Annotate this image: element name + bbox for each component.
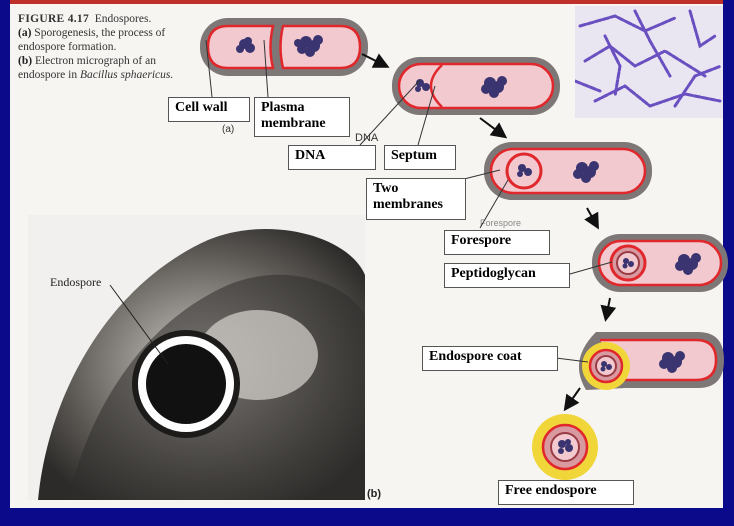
cell-stage-4 bbox=[592, 234, 728, 292]
label-endospore-coat: Endospore coat bbox=[422, 346, 558, 371]
figure-number: FIGURE 4.17 bbox=[18, 13, 90, 25]
label-forespore: Forespore bbox=[444, 230, 550, 255]
part-a-text: Sporogenesis, the process of endospore f… bbox=[18, 27, 166, 53]
part-a-letter: (a) bbox=[18, 27, 32, 39]
label-cell-wall: Cell wall bbox=[168, 97, 250, 122]
label-plasma-membrane-line2: membrane bbox=[261, 116, 326, 131]
arrow-stage-5-to-free bbox=[563, 387, 581, 412]
label-free-endospore: Free endospore bbox=[498, 480, 634, 505]
label-two-membranes: Two membranes bbox=[366, 178, 466, 220]
label-peptidoglycan: Peptidoglycan bbox=[444, 263, 570, 288]
light-micrograph bbox=[575, 6, 723, 118]
label-two-membranes-line1: Two bbox=[373, 181, 399, 196]
cell-stage-3 bbox=[484, 142, 652, 200]
figure-caption: FIGURE 4.17 Endospores. (a) Sporogenesis… bbox=[18, 12, 188, 82]
part-b-text: Electron micrograph of an endospore in bbox=[18, 55, 156, 81]
part-b-letter: (b) bbox=[18, 55, 33, 67]
arrow-stage-4-to-5 bbox=[600, 297, 617, 322]
arrow-stage-2-to-3 bbox=[479, 117, 508, 139]
plasma-membrane-pointer bbox=[263, 39, 269, 98]
forespore-pointer bbox=[479, 179, 509, 229]
arrows-and-pointers bbox=[205, 39, 617, 412]
bacilli-chains-image bbox=[575, 9, 723, 108]
two-membranes-pointer bbox=[459, 169, 501, 181]
cell-stage-5 bbox=[578, 332, 724, 390]
peptidoglycan-pointer bbox=[569, 261, 613, 275]
part-b-species: Bacillus sphaericus. bbox=[79, 69, 174, 81]
label-plasma-membrane: Plasma membrane bbox=[254, 97, 350, 137]
panel-b-mark: (b) bbox=[367, 488, 382, 500]
arrow-stage-1-to-2 bbox=[361, 53, 390, 68]
top-rule bbox=[10, 0, 723, 4]
endospore-micrograph-image bbox=[28, 215, 365, 500]
arrow-stage-3-to-4 bbox=[584, 207, 599, 230]
dna-pointer bbox=[359, 79, 421, 146]
septum-pointer bbox=[417, 85, 436, 146]
label-septum: Septum bbox=[384, 145, 456, 170]
endospore-label: Endospore bbox=[50, 275, 102, 289]
label-dna: DNA bbox=[288, 145, 376, 170]
cell-stage-1 bbox=[200, 18, 368, 76]
figure-title: Endospores. bbox=[94, 13, 152, 25]
forespore-fragment-text: Forespore bbox=[480, 218, 522, 228]
label-plasma-membrane-line1: Plasma bbox=[261, 100, 305, 115]
cell-wall-pointer bbox=[205, 39, 213, 98]
label-two-membranes-line2: membranes bbox=[373, 197, 443, 212]
cell-stage-2 bbox=[392, 57, 560, 115]
endospore-pointer-line bbox=[109, 284, 169, 365]
electron-micrograph bbox=[28, 215, 365, 500]
figure-panel: FIGURE 4.17 Endospores. (a) Sporogenesis… bbox=[10, 0, 728, 508]
panel-a-mark: (a) bbox=[222, 124, 235, 135]
free-endospore-graphic bbox=[532, 414, 598, 480]
